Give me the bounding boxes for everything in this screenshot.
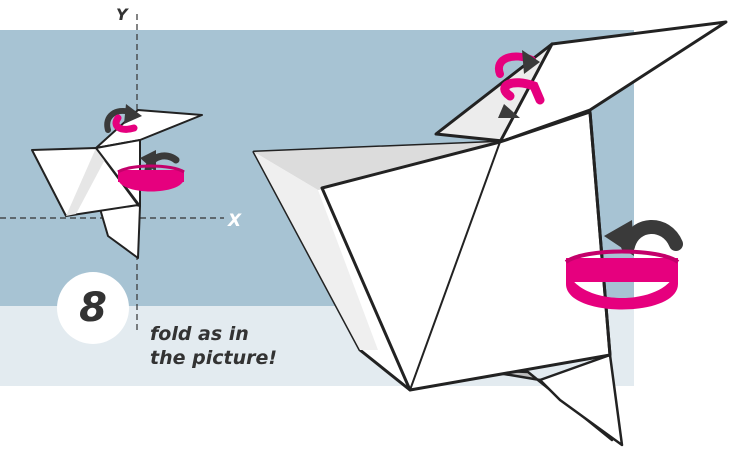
large-side-rotate-arrow-icon bbox=[564, 220, 683, 310]
small-wing-shade bbox=[66, 148, 110, 216]
large-bottom-crease bbox=[409, 354, 611, 391]
large-tail bbox=[538, 353, 624, 447]
step-instruction: fold as in the picture! bbox=[150, 322, 330, 370]
large-paper-plane bbox=[252, 20, 728, 447]
small-top-rotate-arrow-icon bbox=[104, 104, 142, 133]
step-instruction-line-1: fold as in bbox=[150, 323, 249, 345]
step-instruction-line-2: the picture! bbox=[150, 347, 278, 369]
large-wing-edge-shade bbox=[254, 152, 378, 350]
x-axis-label: X bbox=[228, 211, 242, 231]
large-wing-inner-shade bbox=[254, 142, 500, 190]
step-number-badge: 8 bbox=[57, 272, 129, 344]
large-right-edge bbox=[588, 111, 612, 356]
small-side-rotate-arrow-icon bbox=[117, 150, 185, 192]
y-axis-label: Y bbox=[116, 5, 128, 24]
large-body-crease bbox=[409, 141, 501, 391]
large-top-rotate-arrow-icon bbox=[494, 50, 545, 118]
